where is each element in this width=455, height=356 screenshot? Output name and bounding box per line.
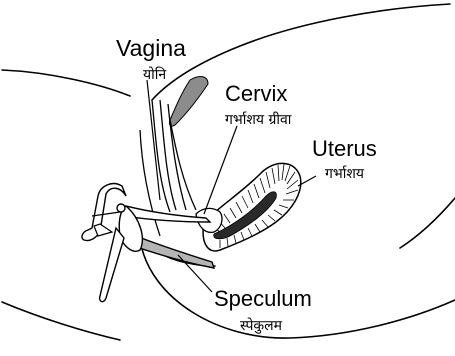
vagina-label-hi: योनि: [143, 66, 166, 83]
speculum-lower-handle: [100, 228, 124, 302]
uterus-label-en: Uterus: [312, 136, 377, 161]
uterus-label-hi: गर्भाशय: [325, 165, 365, 182]
thigh-contour: [2, 70, 130, 96]
labia-shade: [169, 77, 208, 127]
right-body-contour: [400, 198, 455, 248]
speculum-label-en: Speculum: [214, 286, 312, 311]
cervix-label-en: Cervix: [225, 81, 287, 106]
speculum-label-hi: स्पेकुलम: [240, 317, 283, 334]
lower-left-contour: [2, 302, 120, 340]
cervix-label-hi: गर्भाशय ग्रीवा: [225, 111, 292, 128]
speculum-screw: [117, 204, 125, 212]
vagina-label-en: Vagina: [116, 35, 186, 61]
speculum: [82, 184, 214, 302]
speculum-thumb-lever: [94, 224, 112, 236]
